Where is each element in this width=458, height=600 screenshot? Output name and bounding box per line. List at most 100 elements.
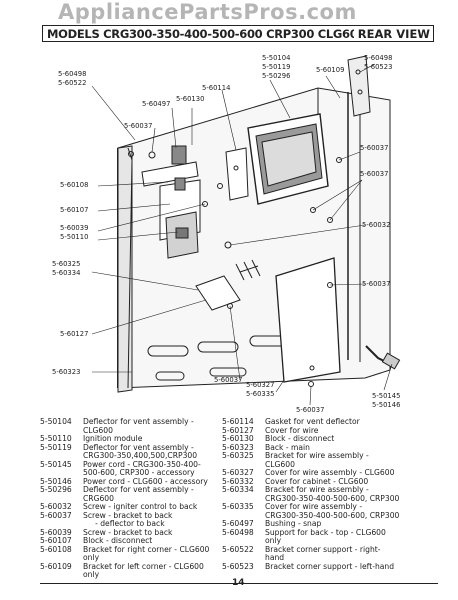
part-number: 5-60108 <box>40 544 72 554</box>
callout-label: 5-60127 <box>60 330 88 338</box>
bottom-slot <box>147 345 189 357</box>
part-number: 5-60109 <box>40 561 72 571</box>
callout-label: 5-60108 <box>60 181 88 189</box>
callout-label: 5-60498 <box>58 70 86 78</box>
watermark: AppliancePartsPros.com <box>58 0 357 24</box>
part-description: Bracket for right corner - CLG600 only <box>83 544 210 562</box>
part-number: 5-60130 <box>222 434 254 443</box>
part-description: Bracket for left corner - CLG600 only <box>83 561 204 579</box>
part-number: 5-50110 <box>40 434 72 443</box>
part-description: Bracket for wire assembly - CLG600 <box>265 451 369 469</box>
callout-label: 5-60037 <box>360 170 388 178</box>
legend-left-column: 5-50104 Deflector for vent assembly - CLG… <box>40 417 236 580</box>
part-number: 5-60332 <box>222 476 254 486</box>
legend-row: 5-50296 Deflector for vent assembly - CRG… <box>40 485 236 503</box>
callout-label: 5-60497 <box>142 100 170 108</box>
part-number: 5-60325 <box>222 451 254 460</box>
part-description: Cover for cabinet - CLG600 <box>265 476 369 486</box>
top-support-bracket <box>347 55 371 117</box>
part-description: Screw - igniter control to back <box>83 502 198 511</box>
bottom-slot <box>197 341 239 353</box>
callout-label: 5-50104 <box>262 54 290 62</box>
exploded-parts-diagram: 5-604985-605235-501045-501195-502965-601… <box>52 54 400 414</box>
callout-label: 5-60037 <box>360 144 388 152</box>
part-number: 5-50145 <box>40 459 72 469</box>
legend-row: 5-60335 Cover for wire assembly - CRG300-… <box>222 502 418 520</box>
gasket <box>225 147 249 201</box>
callout-label: 5-60037 <box>296 406 324 414</box>
view-label: REAR VIEW <box>353 27 430 41</box>
callout-labels: 5-604985-605235-501045-501195-502965-601… <box>52 54 400 414</box>
igniter-bracket <box>141 161 199 187</box>
part-number: 5-60522 <box>222 544 254 554</box>
wire-cover <box>275 257 341 383</box>
legend-row: 5-50145 Power cord - CRG300-350-400- 500-… <box>40 459 236 478</box>
callout-label: 5-60523 <box>364 63 392 71</box>
part-description: Back - main <box>265 442 310 452</box>
callout-label: 5-60335 <box>246 390 274 398</box>
part-description: Cover for wire <box>265 425 319 435</box>
part-description: Cover for wire assembly - CRG300-350-400… <box>265 502 400 520</box>
callout-label: 5-60327 <box>246 381 274 389</box>
diagram-header: MODELS CRG300-350-400-500-600 CRP300 CLG… <box>42 25 434 42</box>
callout-label: 5-50145 <box>372 392 400 400</box>
part-number: 5-50296 <box>40 485 72 494</box>
callout-label: 5-60032 <box>362 221 390 229</box>
part-number: 5-60498 <box>222 527 254 537</box>
page-number: 14 <box>232 578 245 588</box>
bottom-slot <box>209 367 247 377</box>
part-description: Screw - bracket to back <box>83 527 173 537</box>
part-number: 5-60114 <box>222 417 254 426</box>
part-description: Bracket for wire assembly - CRG300-350-4… <box>265 485 400 503</box>
callout-label: 5-50146 <box>372 401 400 409</box>
legend-row: 5-60332 Cover for cabinet - CLG600 <box>222 476 418 487</box>
part-number: 5-60323 <box>222 442 254 452</box>
part-number: 5-60327 <box>222 468 254 477</box>
wire-bracket <box>195 275 241 311</box>
callout-label: 5-60107 <box>60 206 88 214</box>
part-description: Deflector for vent assembly - CRG600 <box>83 485 194 503</box>
legend-row: 5-60130 Block - disconnect <box>222 434 418 444</box>
legend-row: 5-60334 Bracket for wire assembly - CRG30… <box>222 485 418 503</box>
part-number: 5-60523 <box>222 561 254 571</box>
part-number: 5-60335 <box>222 502 254 511</box>
part-description: Power cord - CRG300-350-400- 500-600, CR… <box>83 459 201 477</box>
part-description: Block - disconnect <box>265 434 335 443</box>
part-description: Deflector for vent assembly - CRG300-350… <box>83 442 198 460</box>
callout-label: 5-60037 <box>214 376 242 384</box>
callout-label: 5-50110 <box>60 233 88 241</box>
part-number: 5-60334 <box>222 485 254 494</box>
callout-label: 5-60109 <box>316 66 344 74</box>
bottom-slot <box>155 371 185 381</box>
callout-label: 5-60130 <box>176 95 204 103</box>
callout-label: 5-60522 <box>58 79 86 87</box>
screw-group <box>128 151 342 387</box>
models-title: MODELS CRG300-350-400-500-600 CRP300 CLG… <box>47 27 366 41</box>
legend-row: 5-60114 Gasket for vent deflector <box>222 417 418 427</box>
legend-row: 5-60109 Bracket for left corner - CLG600 … <box>40 561 236 580</box>
part-number: 5-60039 <box>40 527 72 537</box>
legend-row: 5-60323 Back - main <box>222 442 418 453</box>
callout-label: 5-60037 <box>124 122 152 130</box>
callout-label: 5-60114 <box>202 84 230 92</box>
part-number: 5-50104 <box>40 417 72 426</box>
callout-label: 5-50296 <box>262 72 290 80</box>
part-description: Power cord - CLG600 - accessory <box>83 476 208 486</box>
part-description: Block - disconnect <box>83 536 153 545</box>
part-description: Deflector for vent assembly - CLG600 <box>83 417 194 435</box>
disconnect-block <box>171 145 187 165</box>
part-description: Gasket for vent deflector <box>265 417 360 426</box>
callout-label: 5-60498 <box>364 54 392 62</box>
part-number: 5-60037 <box>40 510 72 520</box>
part-number: 5-60127 <box>222 425 254 435</box>
